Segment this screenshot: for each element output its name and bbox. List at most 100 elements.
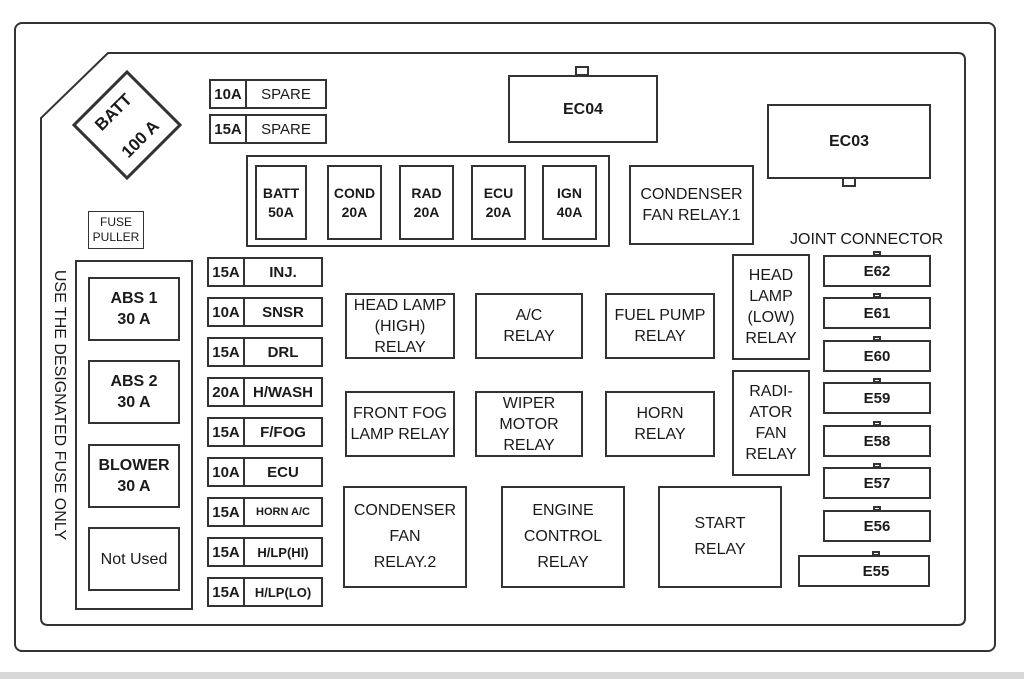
not-used-slot: Not Used: [88, 527, 180, 591]
joint-connector-e62[interactable]: E62: [823, 251, 931, 287]
fuse-inj-amp: 15A: [209, 259, 245, 285]
ffl-line1: FRONT FOG: [353, 405, 447, 422]
fl-cond-rating: 20A: [341, 203, 368, 220]
e60-label: E60: [863, 347, 891, 365]
fuse-horn-ac[interactable]: 15A HORN A/C: [207, 497, 323, 527]
batt-main-label: BATT: [91, 89, 136, 134]
e59-nub: [873, 378, 881, 383]
fuse-hlp-hi-amp: 15A: [209, 539, 245, 565]
ec04-label: EC04: [562, 100, 604, 118]
hll-line1: HEAD: [748, 267, 794, 284]
wm-line1: WIPER: [502, 394, 556, 412]
bottom-band: [0, 672, 1024, 679]
ec04-connector[interactable]: EC04: [508, 75, 658, 143]
fuse-hlp-hi[interactable]: 15A H/LP(HI): [207, 537, 323, 567]
fusible-link-batt[interactable]: BATT 50A: [255, 165, 307, 240]
e58-nub: [873, 421, 881, 426]
rf-line2: ATOR: [749, 404, 793, 421]
fuse-ecu[interactable]: 10A ECU: [207, 457, 323, 487]
spare-fuse-2-name: SPARE: [261, 120, 311, 138]
e62-label: E62: [863, 262, 891, 280]
abs1-rating: 30 A: [117, 311, 151, 328]
fusible-link-ign[interactable]: IGN 40A: [542, 165, 597, 240]
fuse-puller[interactable]: FUSE PULLER: [88, 211, 144, 249]
hll-line3: (LOW): [747, 309, 795, 326]
fl-rad-rating: 20A: [413, 203, 440, 220]
joint-connector-e57[interactable]: E57: [823, 463, 931, 499]
joint-connector-e56[interactable]: E56: [823, 506, 931, 542]
fuse-h-wash-amp: 20A: [209, 379, 245, 405]
fl-ecu-label: ECU: [483, 184, 514, 201]
hlh-line1: HEAD LAMP: [353, 296, 447, 314]
fuse-f-fog[interactable]: 15A F/FOG: [207, 417, 323, 447]
condenser-fan-relay-1[interactable]: CONDENSER FAN RELAY.1: [629, 165, 754, 245]
fuse-inj[interactable]: 15A INJ.: [207, 257, 323, 287]
cfr1-line2: FAN RELAY.1: [642, 207, 741, 224]
fusible-link-rad[interactable]: RAD 20A: [399, 165, 454, 240]
fl-batt-rating: 50A: [268, 203, 294, 220]
hll-line2: LAMP: [749, 288, 793, 305]
joint-connector-e60[interactable]: E60: [823, 336, 931, 372]
joint-connector-e58[interactable]: E58: [823, 421, 931, 457]
head-lamp-high-relay[interactable]: HEAD LAMP(HIGH) RELAY: [345, 293, 455, 359]
ec03-label: EC03: [828, 133, 870, 150]
e55-label: E55: [862, 562, 890, 580]
fp-line2: RELAY: [634, 328, 686, 345]
joint-connector-e61[interactable]: E61: [823, 293, 931, 329]
joint-connector-e55[interactable]: E55: [798, 551, 930, 587]
fuse-h-wash[interactable]: 20A H/WASH: [207, 377, 323, 407]
ec-line1: ENGINE: [532, 502, 594, 519]
ec03-connector[interactable]: EC03: [767, 104, 931, 179]
e60-nub: [873, 336, 881, 341]
fl-rad-label: RAD: [411, 184, 442, 201]
fuse-drl[interactable]: 15A DRL: [207, 337, 323, 367]
spare-fuse-1[interactable]: 10A SPARE: [209, 79, 327, 109]
fl-batt-label: BATT: [262, 184, 300, 201]
outer-frame: [14, 22, 996, 652]
fl-ign-rating: 40A: [556, 203, 583, 220]
cfr2-line2: FAN: [389, 528, 421, 545]
wm-line3: RELAY: [503, 436, 555, 454]
rf-line3: FAN: [755, 425, 787, 442]
spare-fuse-1-amp: 10A: [211, 81, 247, 107]
cfr1-line1: CONDENSER: [640, 186, 743, 203]
ec-line2: CONTROL: [523, 528, 603, 545]
fuse-hlp-lo-name: H/LP(LO): [254, 584, 312, 600]
fuse-puller-line1: FUSE: [99, 215, 132, 229]
fuse-snsr[interactable]: 10A SNSR: [207, 297, 323, 327]
abs2-rating: 30 A: [117, 394, 151, 411]
e62-nub: [873, 251, 881, 256]
fuse-ecu-amp: 10A: [209, 459, 245, 485]
ec03-tab: [842, 177, 856, 187]
fl-ign-label: IGN: [557, 184, 582, 201]
fuse-snsr-amp: 10A: [209, 299, 245, 325]
fuse-hlp-lo[interactable]: 15A H/LP(LO): [207, 577, 323, 607]
fuse-f-fog-amp: 15A: [209, 419, 245, 445]
e57-nub: [873, 463, 881, 468]
blower-rating: 30 A: [117, 478, 151, 495]
fuse-horn-ac-name: HORN A/C: [256, 506, 310, 518]
joint-connector-e59[interactable]: E59: [823, 378, 931, 414]
fuse-hlp-hi-name: H/LP(HI): [257, 544, 309, 560]
joint-connector-title: JOINT CONNECTOR: [790, 231, 944, 248]
e56-nub: [873, 506, 881, 511]
spare-fuse-2[interactable]: 15A SPARE: [209, 114, 327, 144]
horn-line1: HORN: [636, 405, 684, 422]
